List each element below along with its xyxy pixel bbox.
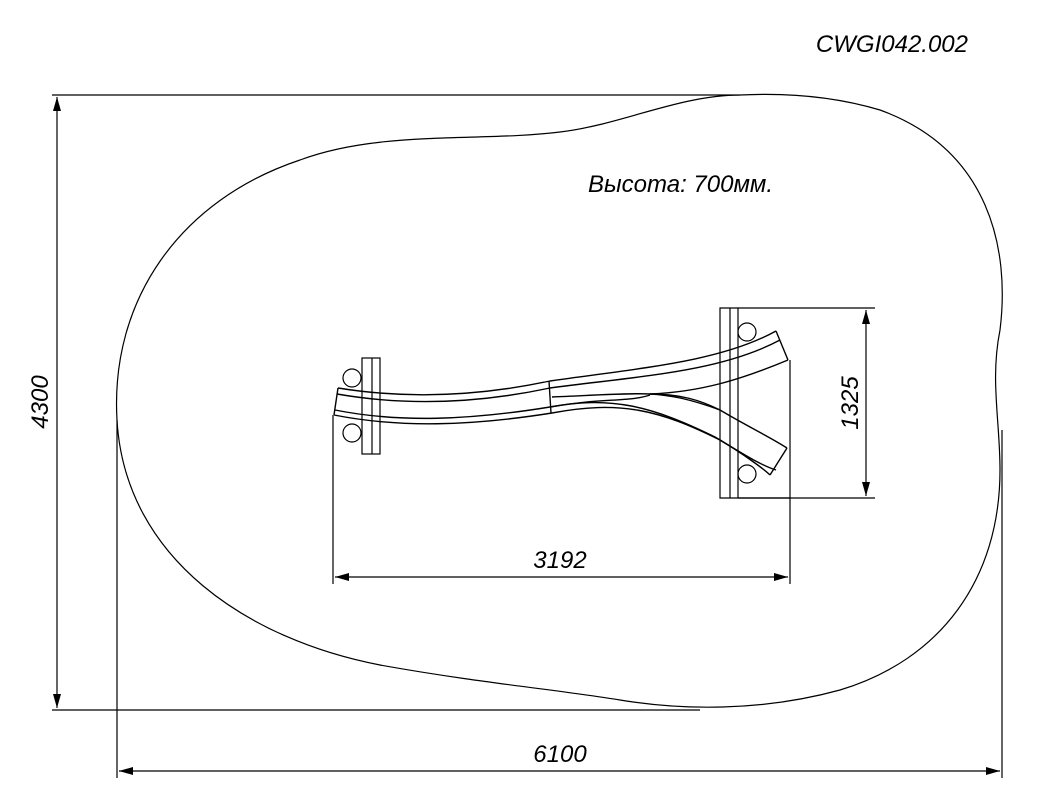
dimension-label-item-width: 1325 xyxy=(837,376,864,430)
balance-beam xyxy=(333,330,789,476)
left-support xyxy=(342,357,381,455)
height-note: Высота: 700мм. xyxy=(588,171,773,198)
safety-zone-outline xyxy=(115,93,1003,708)
dimension-label-length: 3192 xyxy=(533,547,586,574)
dimension-label-height: 4300 xyxy=(27,375,54,429)
dimension-label-width: 6100 xyxy=(533,741,587,768)
right-support xyxy=(719,307,790,499)
drawing-code: CWGI042.002 xyxy=(816,31,968,58)
